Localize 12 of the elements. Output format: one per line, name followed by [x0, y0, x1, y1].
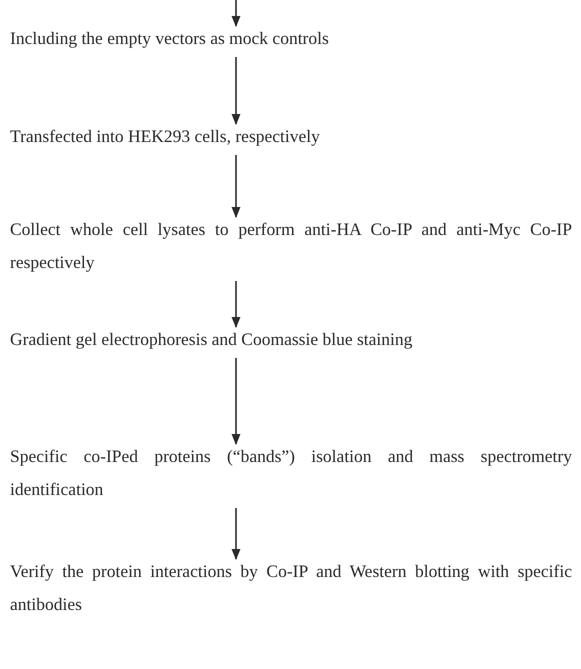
arrow — [232, 155, 240, 218]
step-text: Gradient gel electrophoresis and Coomassie blue staining — [10, 328, 414, 351]
arrow — [232, 358, 240, 446]
step-text: Transfected into HEK293 cells, respectively — [10, 125, 321, 148]
step-text: Specific co-IPed proteins (“bands”) isolation and mass spectrometry identification — [10, 445, 572, 501]
arrow — [232, 281, 240, 328]
arrow — [232, 57, 240, 126]
arrow — [232, 0, 240, 28]
step-text: Including the empty vectors as mock controls — [10, 27, 330, 50]
arrow — [232, 508, 240, 560]
step-text: Verify the protein interactions by Co-IP and Western blotting with specific antibodies — [10, 560, 572, 616]
step-text: Collect whole cell lysates to perform anti-HA Co-IP and anti-Myc Co-IP respectively — [10, 218, 572, 274]
